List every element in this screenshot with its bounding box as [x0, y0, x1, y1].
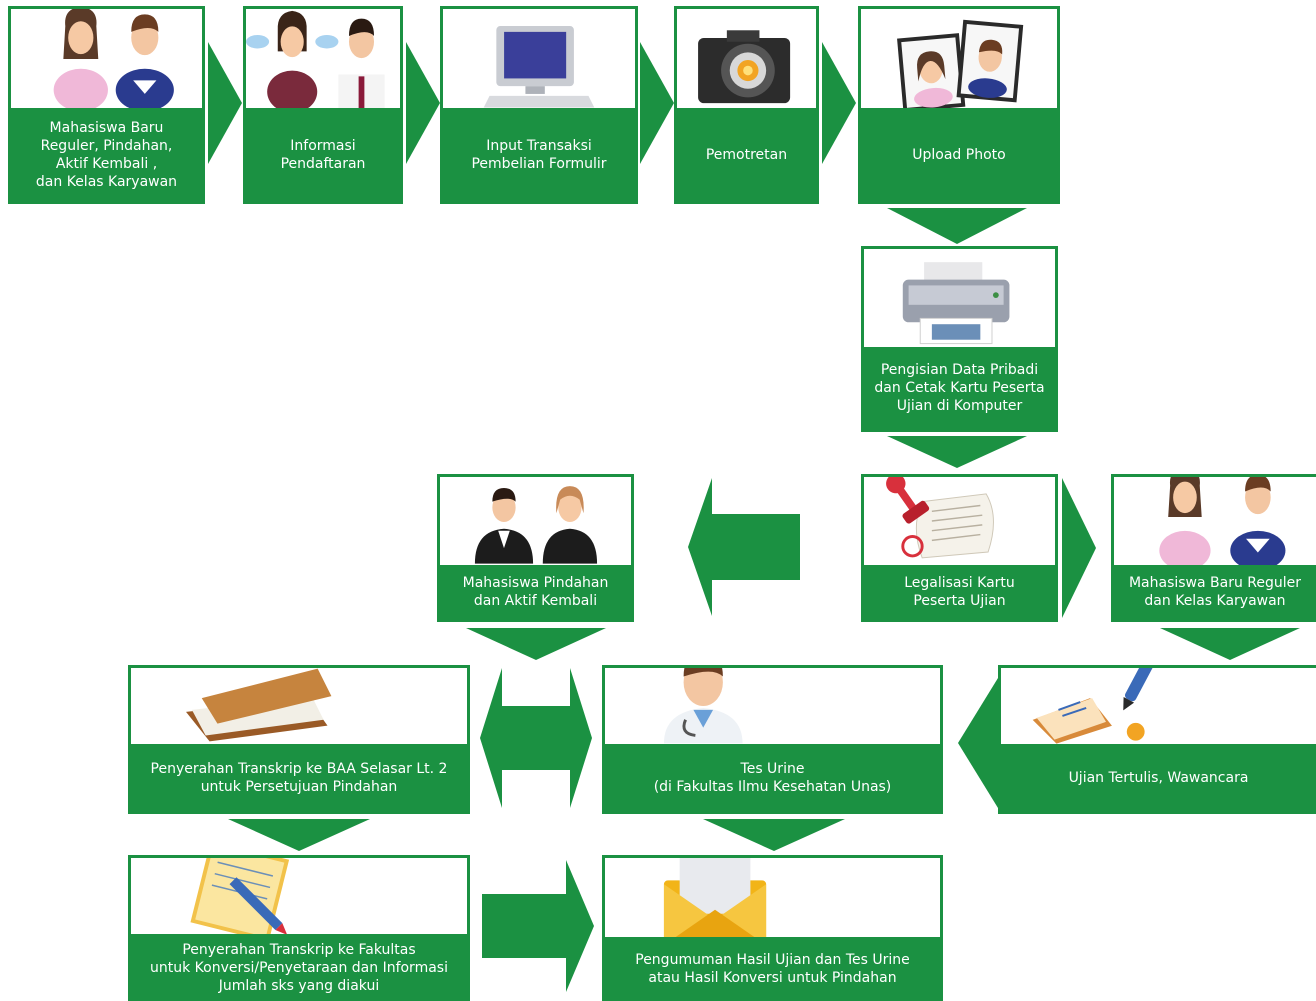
step-upload-photo: Upload Photo	[858, 6, 1060, 204]
step-label: Ujian Tertulis, Wawancara	[1068, 769, 1249, 786]
printer-icon	[864, 249, 1055, 349]
arrow-down-3	[466, 628, 606, 660]
arrow-down-2	[887, 436, 1027, 468]
step-label: Pemotretan	[705, 146, 788, 163]
arrow-left-2	[958, 678, 998, 808]
step-label: Penyerahan Transkrip ke BAA Selasar Lt. …	[150, 760, 448, 795]
step-informasi-pendaftaran: Informasi Pendaftaran	[243, 6, 403, 204]
arrow-down-6	[703, 819, 845, 851]
step-label: Pengumuman Hasil Ujian dan Tes Urine ata…	[635, 952, 910, 986]
envelope-icon	[605, 858, 940, 938]
step-label: Upload Photo	[912, 146, 1006, 163]
arrow-left-1	[688, 478, 800, 616]
arrow-right-6	[482, 860, 594, 992]
doctor-icon	[605, 668, 940, 744]
arrow-right-5	[1062, 478, 1096, 618]
step-label: Tes Urine (di Fakultas Ilmu Kesehatan Un…	[653, 760, 892, 795]
arrow-down-5	[228, 819, 370, 851]
notepad-pencil-icon	[131, 858, 467, 934]
step-label: Mahasiswa Baru Reguler, Pindahan, Aktif …	[35, 119, 178, 190]
step-legalisasi: Legalisasi Kartu Peserta Ujian	[861, 474, 1058, 622]
step-label: Informasi Pendaftaran	[280, 137, 366, 172]
step-label: Legalisasi Kartu Peserta Ujian	[904, 575, 1015, 609]
step-pengisian-data: Pengisian Data Pribadi dan Cetak Kartu P…	[861, 246, 1058, 432]
step-label: Input Transaksi Pembelian Formulir	[471, 137, 607, 172]
step-label: Mahasiswa Pindahan dan Aktif Kembali	[462, 575, 609, 609]
step-mahasiswa-reguler: Mahasiswa Baru Reguler dan Kelas Karyawa…	[1111, 474, 1316, 622]
students-icon	[1114, 477, 1316, 565]
photos-icon	[861, 9, 1057, 111]
step-pemotretan: Pemotretan	[674, 6, 819, 204]
step-penyerahan-baa: Penyerahan Transkrip ke BAA Selasar Lt. …	[128, 665, 470, 814]
step-penyerahan-fakultas: Penyerahan Transkrip ke Fakultas untuk K…	[128, 855, 470, 1001]
step-label: Mahasiswa Baru Reguler dan Kelas Karyawa…	[1128, 575, 1302, 609]
arrow-right-4	[822, 42, 856, 164]
step-input-transaksi: Input Transaksi Pembelian Formulir	[440, 6, 638, 204]
arrow-down-4	[1160, 628, 1300, 660]
students-icon	[11, 9, 202, 111]
stamp-icon	[864, 477, 1055, 565]
arrow-down-1	[887, 208, 1027, 244]
camera-icon	[677, 9, 816, 111]
step-mahasiswa-baru: Mahasiswa Baru Reguler, Pindahan, Aktif …	[8, 6, 205, 204]
step-tes-urine: Tes Urine (di Fakultas Ilmu Kesehatan Un…	[602, 665, 943, 814]
call-center-icon	[246, 9, 400, 111]
arrow-double	[480, 668, 592, 808]
arrow-right-3	[640, 42, 674, 164]
folder-icon	[131, 668, 467, 744]
computer-icon	[443, 9, 635, 111]
step-ujian-tertulis: Ujian Tertulis, Wawancara	[998, 665, 1316, 814]
business-people-icon	[440, 477, 631, 565]
step-pengumuman: Pengumuman Hasil Ujian dan Tes Urine ata…	[602, 855, 943, 1001]
step-label: Pengisian Data Pribadi dan Cetak Kartu P…	[874, 362, 1045, 414]
step-mahasiswa-pindahan: Mahasiswa Pindahan dan Aktif Kembali	[437, 474, 634, 622]
arrow-right-2	[406, 42, 440, 164]
notebook-pen-icon	[1001, 668, 1316, 744]
step-label: Penyerahan Transkrip ke Fakultas untuk K…	[150, 941, 448, 994]
arrow-right-1	[208, 42, 242, 164]
